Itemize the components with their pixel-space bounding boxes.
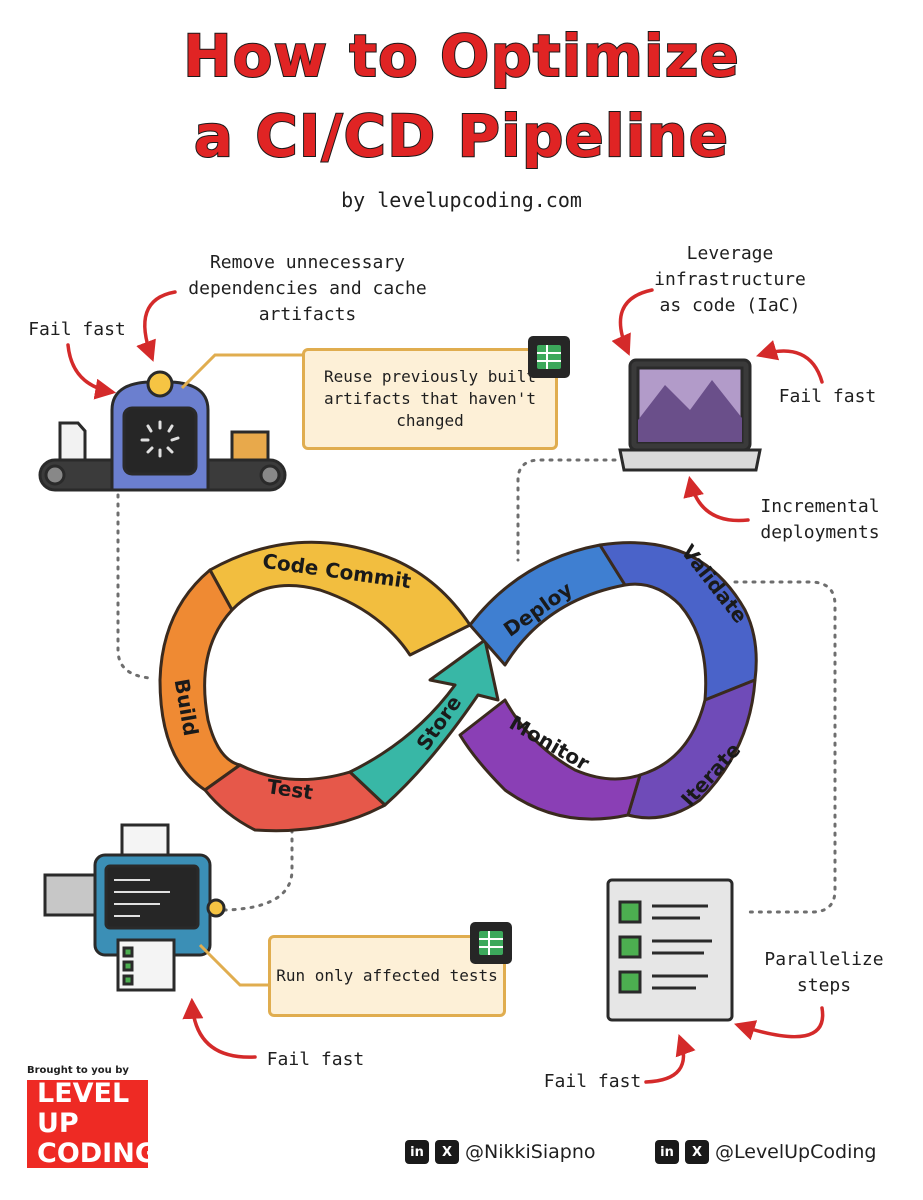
x-icon[interactable]: X [435, 1140, 459, 1164]
spreadsheet-icon [528, 336, 570, 378]
arrow-fail-fast-test [182, 997, 257, 1059]
arrow-incremental [683, 475, 750, 523]
note-fail-fast-validate: Fail fast [543, 1071, 642, 1092]
logo-line-1: LEVEL UP [37, 1078, 130, 1139]
note-fail-fast-build: Fail fast [28, 319, 126, 340]
byline: by levelupcoding.com [341, 188, 582, 212]
annotation-arrows [66, 288, 825, 1084]
title-line-1: How to Optimize [182, 21, 740, 91]
tip-run-affected-tests: Run only affected tests [268, 935, 506, 1017]
laptop-illustration [618, 358, 762, 472]
dotted-connectors [116, 458, 837, 914]
spreadsheet-icon [470, 922, 512, 964]
brought-to-you-label: Brought to you by [27, 1065, 129, 1076]
tip-reuse-artifacts: Reuse previously built artifacts that ha… [302, 348, 558, 450]
note-remove-dependencies: Remove unnecessary dependencies and cach… [188, 252, 427, 325]
note-fail-fast-test: Fail fast [266, 1049, 365, 1070]
arrow-fail-fast-validate [644, 1034, 696, 1084]
segment-test [203, 763, 387, 833]
arrow-parallelize [734, 1006, 825, 1041]
segment-store [348, 638, 500, 807]
segment-monitor [458, 698, 642, 821]
build-machine-illustration [38, 370, 287, 492]
linkedin-icon[interactable]: in [405, 1140, 429, 1164]
x-icon[interactable]: X [685, 1140, 709, 1164]
test-machine-illustration [43, 823, 226, 992]
level-up-coding-logo: LEVEL UP CODING [27, 1078, 157, 1169]
segment-iterate [626, 678, 757, 820]
logo-line-2: CODING [37, 1138, 157, 1169]
arrow-fail-fast-build [66, 343, 117, 400]
linkedin-icon[interactable]: in [655, 1140, 679, 1164]
social-handle-levelup: in X @LevelUpCoding [655, 1140, 876, 1164]
note-leverage-iac: Leverage infrastructure as code (IaC) [654, 243, 806, 316]
title-line-2: a CI/CD Pipeline [193, 101, 730, 171]
note-incremental-deployments: Incremental deployments [760, 496, 880, 543]
arrow-iac [611, 288, 654, 356]
arrow-remove-deps [136, 290, 177, 362]
handle-levelup[interactable]: @LevelUpCoding [715, 1141, 877, 1163]
checklist-illustration [606, 878, 734, 1022]
social-handle-nikki: in X @NikkiSiapno [405, 1140, 596, 1164]
note-parallelize-steps: Parallelize steps [764, 949, 884, 996]
note-fail-fast-deploy: Fail fast [778, 386, 877, 407]
handle-nikki[interactable]: @NikkiSiapno [465, 1141, 596, 1163]
arrow-fail-fast-deploy [755, 340, 824, 384]
